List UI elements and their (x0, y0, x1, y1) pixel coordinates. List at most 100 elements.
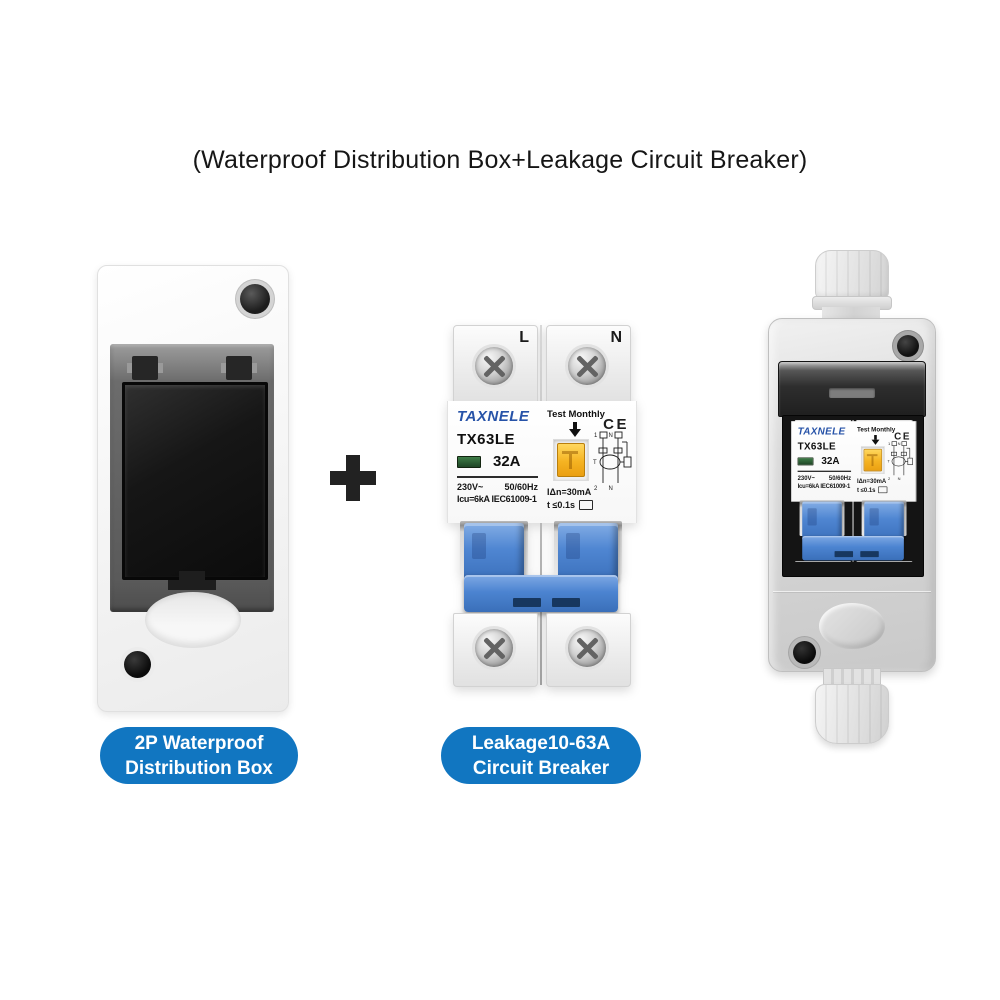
caption-distribution-box: 2P Waterproof Distribution Box (100, 727, 298, 784)
toggle-recess-right (861, 500, 907, 540)
window-hinge-right (221, 356, 257, 380)
page-title: (Waterproof Distribution Box+Leakage Cir… (192, 146, 808, 174)
test-button (863, 448, 883, 472)
ce-mark: CE (603, 416, 629, 433)
leakage-current-spec: IΔn=30mA (857, 477, 887, 485)
box-transparent-window (122, 382, 268, 580)
test-button-recess (860, 446, 885, 474)
tie-bar-slot (860, 551, 879, 558)
enclosure-screw-hole (897, 335, 919, 357)
breaker-window: L N TAXNELE TX63LE 32A 230V~ 50/ (788, 420, 918, 562)
brand-logo: TAXNELE (797, 425, 846, 437)
wiring-diagram-icon: 1 N T 2 N (593, 431, 632, 492)
svg-text:N: N (898, 476, 901, 481)
breaking-capacity-spec: Icu=6kA IEC61009-1 (457, 494, 537, 504)
cable-knockout-bump (145, 592, 241, 648)
enclosure-mounting-hole (793, 641, 816, 664)
tie-bar-slot (834, 551, 854, 558)
test-button-t-groove (562, 451, 578, 469)
terminal-label-n: N (610, 329, 622, 346)
divider (457, 476, 538, 478)
toggle-recess-left (460, 521, 528, 581)
svg-text:1: 1 (888, 441, 890, 446)
terminal-bottom-left (453, 613, 538, 687)
box-mounting-hole (124, 651, 151, 678)
installed-breaker: L N TAXNELE TX63LE 32A 230V~ 50/ (791, 420, 917, 562)
breaker-face-right: Test Monthly CE (856, 426, 914, 500)
model-number: TX63LE (457, 431, 516, 448)
frequency-spec: 50/60Hz (504, 482, 538, 492)
down-arrow-icon (871, 435, 880, 445)
test-monthly-label: Test Monthly (857, 426, 896, 434)
breaker-slot: L N TAXNELE TX63LE 32A 230V~ 50/ (447, 325, 637, 687)
pulse-symbol (578, 500, 593, 510)
window-hinge-left (127, 356, 163, 380)
trip-time-spec: t ≤0.1s (547, 500, 575, 510)
flip-cover-handle (829, 388, 875, 398)
terminal-screw-icon (475, 629, 513, 667)
current-rating: 32A (493, 453, 521, 470)
tie-bar-slot (513, 598, 541, 607)
model-number: TX63LE (797, 440, 836, 453)
svg-text:N: N (609, 433, 613, 439)
terminal-screw-icon (568, 347, 606, 385)
svg-text:N: N (898, 441, 901, 446)
svg-text:N: N (609, 486, 613, 492)
box-window-frame (110, 344, 274, 612)
terminal-screw-icon (475, 347, 513, 385)
terminal-top-right: N (546, 325, 631, 405)
toggle-recess-right (554, 521, 622, 581)
toggle-tie-bar (464, 575, 618, 612)
toggle-handle-right (558, 523, 618, 581)
svg-text:T: T (593, 460, 597, 466)
voltage-spec: 230V~ (457, 482, 484, 492)
svg-text:1: 1 (594, 433, 598, 439)
leakage-circuit-breaker: L N TAXNELE TX63LE 32A 230V~ 50/ (447, 325, 637, 687)
svg-text:2: 2 (888, 476, 890, 481)
terminal-bottom-right (546, 613, 631, 687)
window-latch (168, 571, 216, 590)
breaker-face: TAXNELE TX63LE 32A 230V~ 50/60Hz Icu=6kA… (447, 401, 637, 523)
test-button-t-groove (866, 454, 878, 467)
trip-time-spec: t ≤0.1s (857, 486, 876, 494)
cable-gland-top (815, 250, 889, 300)
test-button-recess (553, 439, 589, 481)
ce-mark: CE (894, 431, 912, 443)
breaker-face-left: TAXNELE TX63LE 32A 230V~ 50/60Hz Icu=6kA… (797, 425, 852, 490)
current-rating: 32A (821, 455, 840, 467)
cable-gland-bottom (815, 684, 889, 744)
divider (797, 470, 852, 472)
enclosure-flip-cover (778, 361, 926, 417)
frequency-spec: 50/60Hz (828, 474, 852, 482)
terminal-top-left: L (453, 325, 538, 405)
voltage-spec: 230V~ (797, 474, 815, 482)
enclosure-body: L N TAXNELE TX63LE 32A 230V~ 50/ (768, 318, 936, 672)
terminal-bottom-right (856, 561, 913, 562)
breaking-capacity-spec: Icu=6kA IEC61009-1 (797, 482, 851, 490)
svg-text:2: 2 (594, 486, 598, 492)
distribution-box (97, 265, 289, 712)
status-indicator-window (457, 455, 481, 468)
status-indicator-window (797, 457, 814, 466)
breaker-face: TAXNELE TX63LE 32A 230V~ 50/60Hz Icu=6kA… (791, 421, 917, 502)
terminal-screw-icon (568, 629, 606, 667)
leakage-current-spec: IΔn=30mA (547, 487, 592, 497)
leakage-circuit-breaker: L N TAXNELE TX63LE 32A 230V~ 50/ (791, 420, 917, 562)
tie-bar-slot (552, 598, 580, 607)
pulse-symbol (878, 486, 888, 494)
toggle-handle-left (802, 501, 842, 540)
wiring-diagram-icon: 1 N T 2 N (887, 441, 913, 481)
molding-line (773, 591, 931, 593)
down-arrow-icon (569, 422, 581, 437)
toggle-handle-left (464, 523, 524, 581)
plus-icon (330, 455, 376, 501)
svg-text:T: T (887, 459, 890, 464)
terminal-label-l: L (519, 329, 529, 346)
box-cover-screw (240, 284, 270, 314)
test-button (557, 443, 585, 477)
breaker-face-right: Test Monthly CE (545, 408, 633, 520)
toggle-handle-right (864, 501, 904, 540)
toggle-tie-bar (802, 536, 904, 561)
breaker-face-left: TAXNELE TX63LE 32A 230V~ 50/60Hz Icu=6kA… (457, 408, 538, 504)
